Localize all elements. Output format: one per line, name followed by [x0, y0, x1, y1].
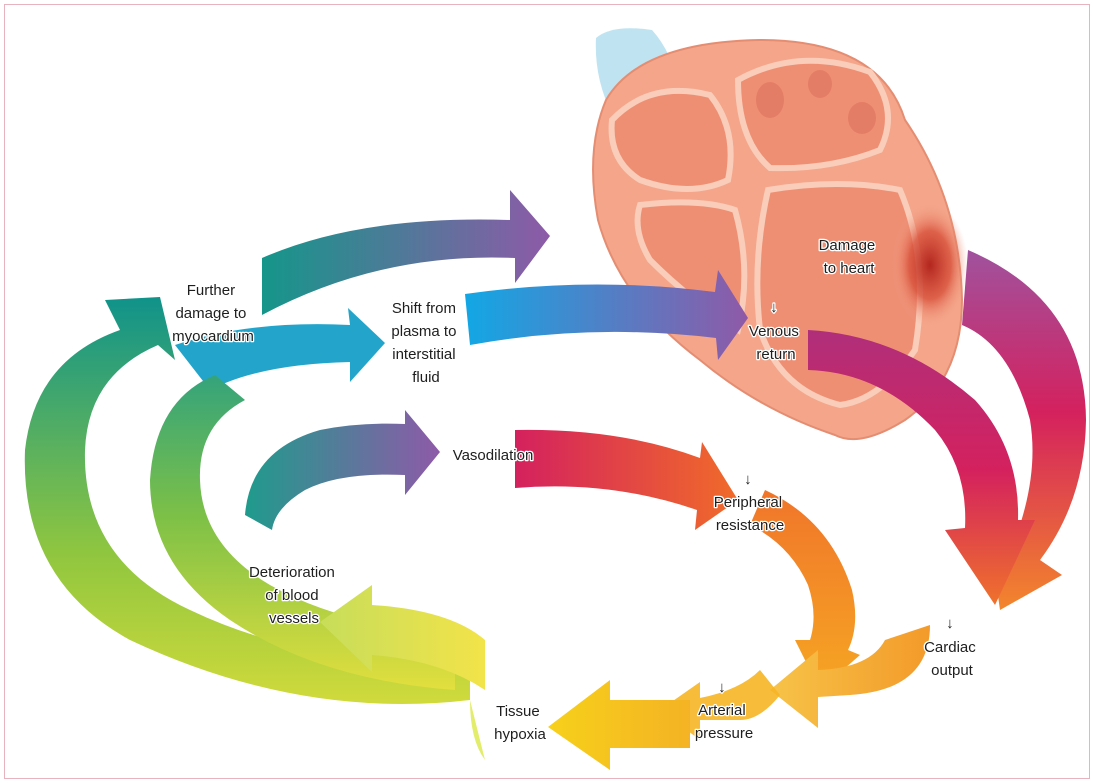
damage-spot — [892, 203, 968, 327]
arrow-top-outer — [262, 190, 550, 315]
heart-vessel-ring-1 — [756, 82, 784, 118]
label-shift-from-plasma: Shift from plasma to interstitial fluid — [391, 300, 460, 386]
arrow-left-outer-lower — [470, 652, 485, 760]
arrow-right-middle — [808, 330, 1035, 605]
label-venous-return: ↓ Venous return — [749, 299, 803, 363]
label-deterioration: Deterioration of blood vessels — [249, 564, 339, 627]
arrow-left-outer — [24, 297, 471, 704]
arrow-deterioration — [320, 585, 485, 690]
heart-vessel-ring-3 — [848, 102, 876, 134]
label-peripheral-resistance: ↓ Peripheral resistance — [714, 471, 787, 534]
arrow-left-middle — [150, 375, 455, 690]
label-cardiac-output: ↓ Cardiac output — [924, 615, 980, 679]
label-vasodilation: Vasodilation — [453, 447, 534, 464]
arrow-vasodilation — [515, 429, 738, 530]
label-further-damage: Further damage to myocardium — [172, 282, 254, 345]
heart-illustration — [592, 28, 968, 441]
arrow-right-inner — [750, 490, 860, 690]
label-tissue-hypoxia: Tissue hypoxia — [494, 703, 546, 743]
arrow-shift — [465, 270, 748, 360]
arrow-right-outer — [962, 250, 1086, 610]
heart-vessel-ring-2 — [808, 70, 832, 98]
arrow-bottom-right — [770, 625, 930, 728]
label-arterial-pressure: ↓ Arterial pressure — [695, 679, 753, 742]
heart-chamber-left — [608, 87, 734, 192]
arrow-bottom-left — [548, 680, 690, 770]
label-damage-to-heart: Damage to heart — [819, 237, 880, 277]
arrow-middle-left-up — [175, 308, 385, 390]
arrow-inner-top — [245, 410, 440, 530]
